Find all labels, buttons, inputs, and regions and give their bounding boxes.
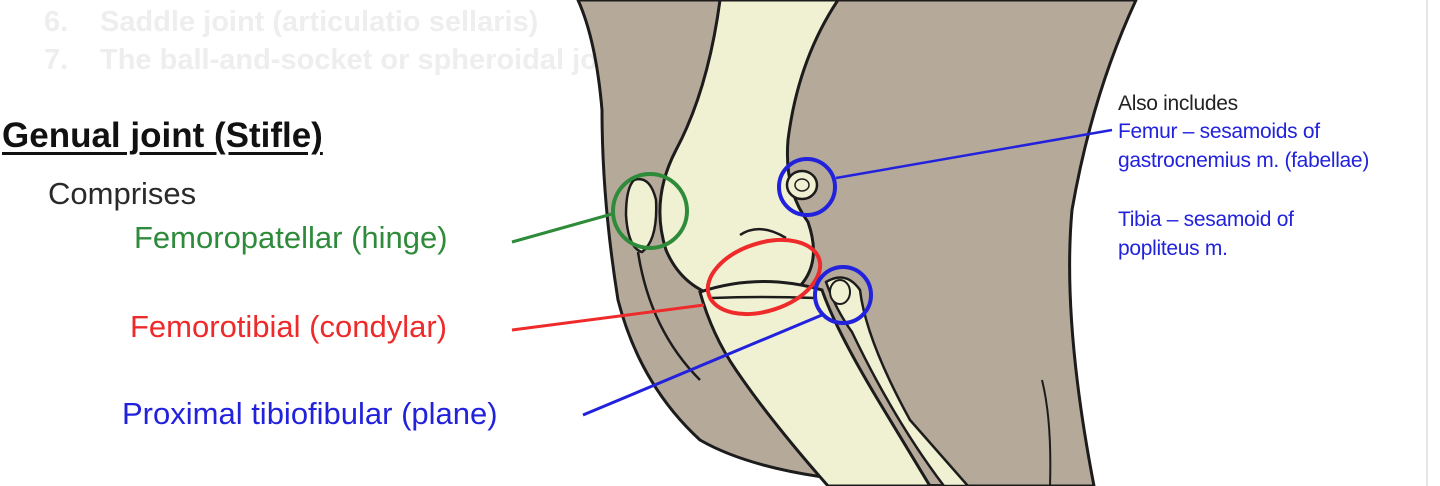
popliteal-sesamoid bbox=[829, 279, 851, 305]
page-title: Genual joint (Stifle) bbox=[2, 116, 323, 155]
fabellae-leader bbox=[835, 128, 1113, 180]
tibiofibular-leader bbox=[582, 313, 823, 417]
slide-edge-divider bbox=[1426, 0, 1428, 486]
limb-crease bbox=[1041, 379, 1052, 486]
femoropatellar-leader bbox=[511, 212, 613, 244]
proximal-tibiofibular-label: Proximal tibiofibular (plane) bbox=[122, 396, 498, 431]
also-includes-heading: Also includes bbox=[1118, 92, 1238, 115]
tibiofibular-circle bbox=[813, 265, 873, 325]
femoropatellar-label: Femoropatellar (hinge) bbox=[134, 220, 448, 255]
fabellae-circle bbox=[777, 157, 837, 217]
tibia-sesamoid-text-line2: popliteus m. bbox=[1118, 237, 1228, 260]
femorotibial-label: Femorotibial (condylar) bbox=[130, 309, 447, 344]
femoral-condyle-contour bbox=[739, 228, 787, 240]
fibula-bone bbox=[824, 276, 970, 486]
femorotibial-ellipse bbox=[705, 238, 823, 316]
tibial-plateau bbox=[711, 295, 817, 300]
comprises-label: Comprises bbox=[48, 176, 197, 211]
femorotibial-leader bbox=[511, 303, 705, 332]
femur-sesamoid-text-line2: gastrocnemius m. (fabellae) bbox=[1118, 149, 1370, 172]
faded-list-item-6: 6.Saddle joint (articulatio sellaris) bbox=[44, 6, 539, 38]
patellar-ligament bbox=[636, 251, 701, 381]
femoropatellar-circle bbox=[611, 172, 689, 250]
patella bbox=[624, 177, 658, 254]
tibia-bone bbox=[698, 280, 932, 486]
faded-list-item-7: 7.The ball-and-socket or spheroidal join… bbox=[44, 44, 634, 76]
fabella bbox=[785, 169, 819, 201]
femur-sesamoid-text-line1: Femur – sesamoids of bbox=[1118, 120, 1320, 143]
tibia-sesamoid-text-line1: Tibia – sesamoid of bbox=[1118, 208, 1294, 231]
